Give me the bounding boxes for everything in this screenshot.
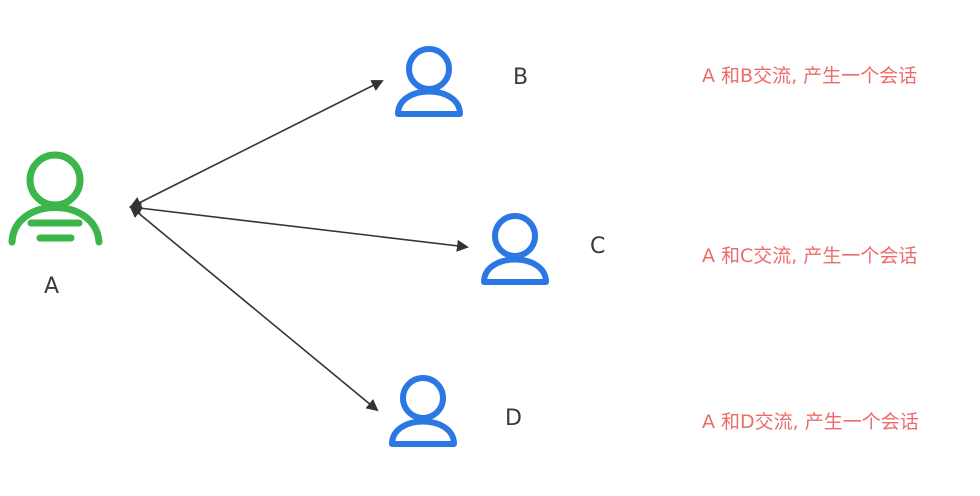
node-label-b: B bbox=[513, 65, 529, 90]
node-label-a: A bbox=[44, 274, 60, 299]
user-a-icon bbox=[8, 151, 103, 246]
user-d-icon bbox=[389, 375, 457, 447]
user-c-icon bbox=[481, 213, 549, 285]
arrow-a-d bbox=[129, 205, 379, 412]
session-note-b: A 和B交流, 产生一个会话 bbox=[702, 65, 918, 87]
session-note-c: A 和C交流, 产生一个会话 bbox=[702, 245, 918, 267]
user-b-icon bbox=[395, 46, 463, 117]
node-label-d: D bbox=[505, 406, 522, 431]
node-label-c: C bbox=[590, 234, 606, 259]
session-note-d: A 和D交流, 产生一个会话 bbox=[702, 411, 919, 433]
arrow-a-c bbox=[129, 202, 469, 252]
arrow-a-b bbox=[129, 80, 384, 208]
